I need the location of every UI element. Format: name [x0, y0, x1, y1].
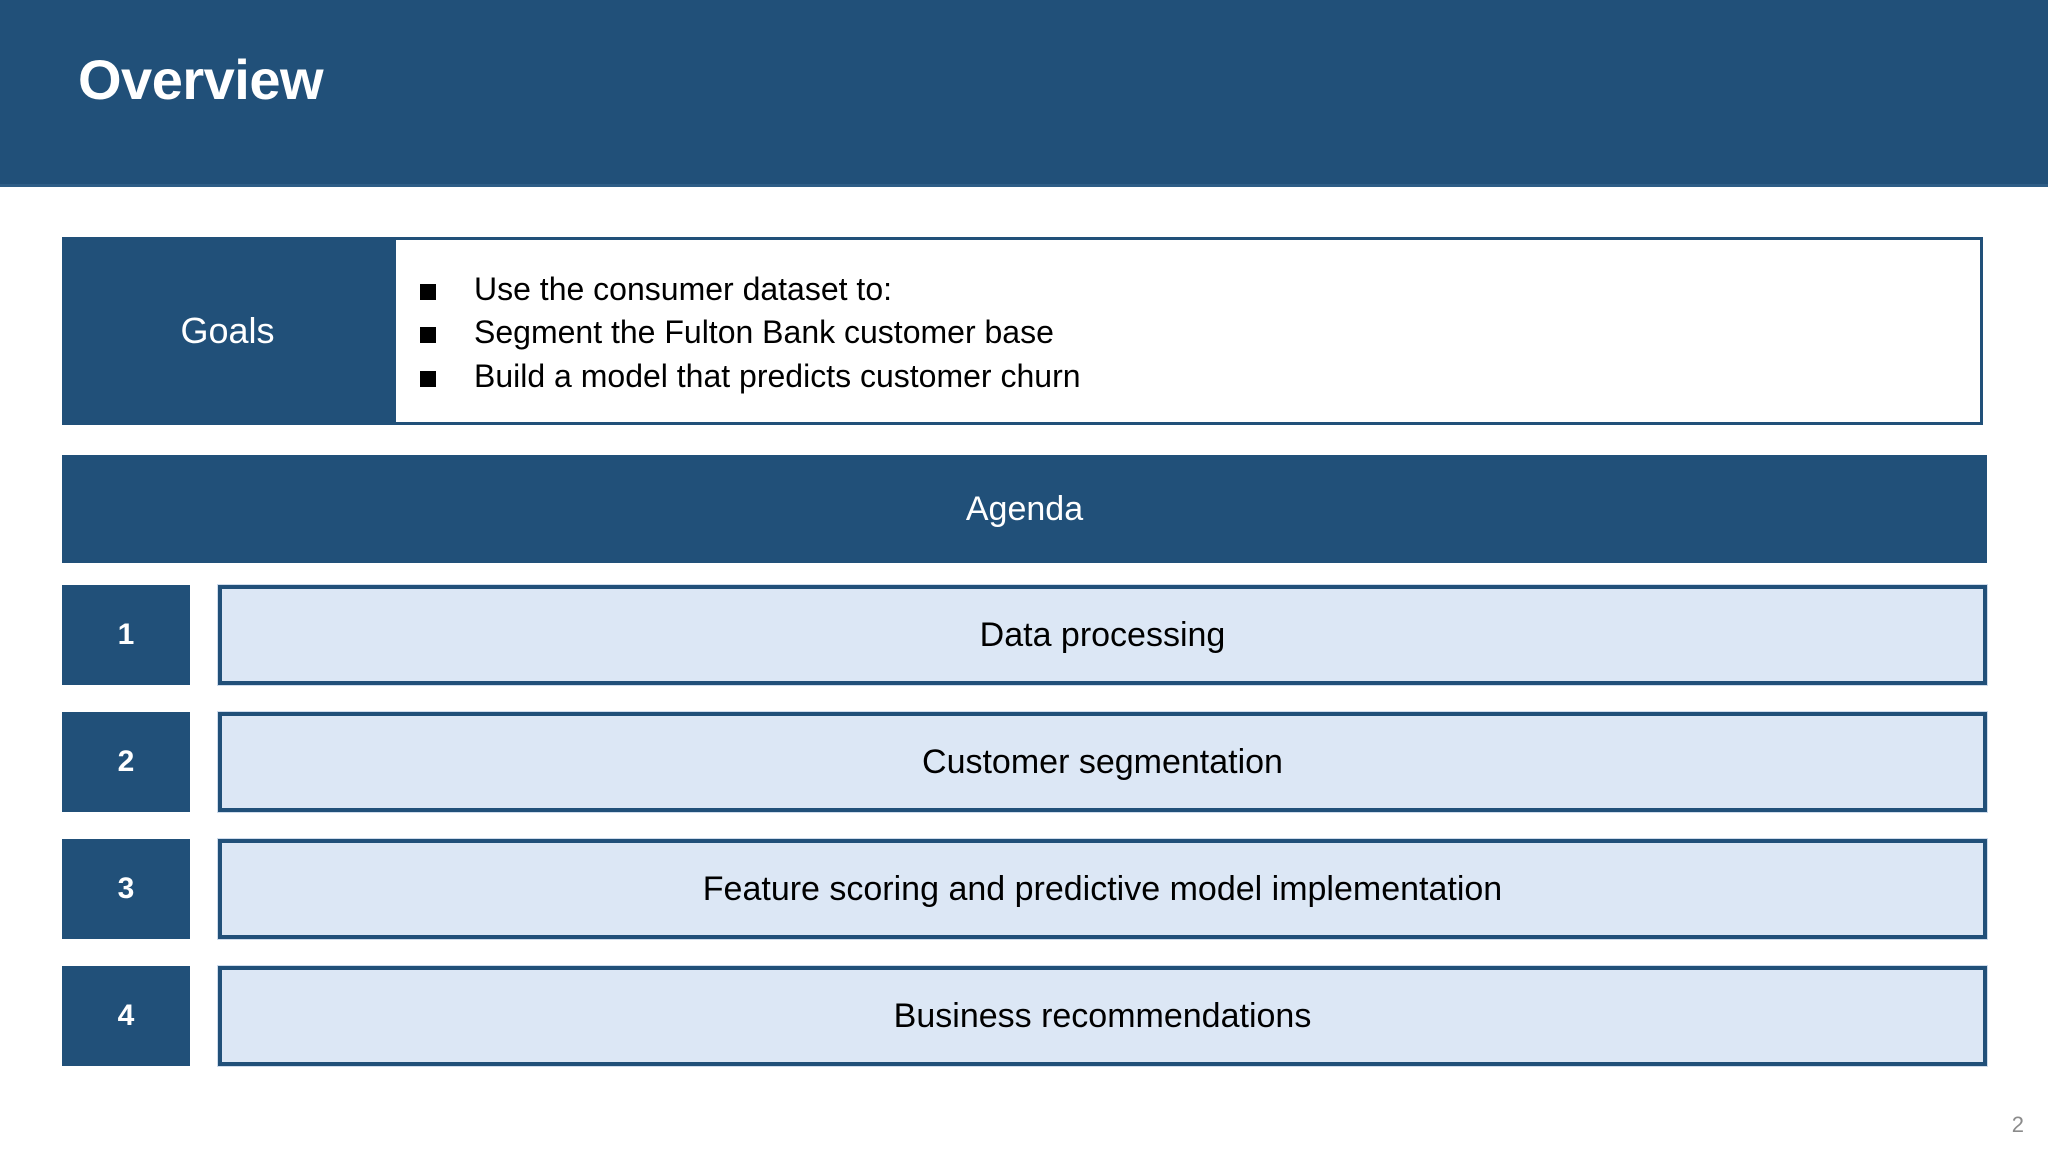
goal-item-text: Build a model that predicts customer chu…: [474, 357, 1081, 394]
agenda-list: 1 Data processing 2 Customer segmentatio…: [62, 584, 1988, 1093]
list-item: Build a model that predicts customer chu…: [408, 355, 1960, 398]
agenda-row-gap: [190, 712, 218, 812]
agenda-header-bar: Agenda: [62, 455, 1987, 563]
agenda-item-data-processing[interactable]: Data processing: [217, 584, 1988, 686]
agenda-row-gap: [190, 839, 218, 939]
goals-section: Goals Use the consumer dataset to: Segme…: [62, 237, 1983, 425]
agenda-row-4: 4 Business recommendations: [62, 965, 1988, 1067]
goal-item-text: Use the consumer dataset to:: [474, 271, 892, 308]
agenda-item-feature-scoring[interactable]: Feature scoring and predictive model imp…: [217, 838, 1988, 940]
agenda-row-gap: [190, 585, 218, 685]
agenda-number-badge: 3: [62, 839, 190, 939]
title-band: [0, 0, 2048, 184]
page-number: 2: [2011, 1112, 2024, 1137]
agenda-number-badge: 4: [62, 966, 190, 1066]
agenda-row-gap: [190, 966, 218, 1066]
agenda-item-customer-segmentation[interactable]: Customer segmentation: [217, 711, 1988, 813]
goal-item-text: Segment the Fulton Bank customer base: [474, 314, 1054, 351]
goals-label: Goals: [62, 237, 393, 425]
agenda-row-1: 1 Data processing: [62, 584, 1988, 686]
page-title: Overview: [78, 48, 324, 111]
square-bullet-icon: [420, 370, 436, 387]
agenda-row-2: 2 Customer segmentation: [62, 711, 1988, 813]
title-band-underline: [0, 184, 2048, 187]
agenda-item-business-recommendations[interactable]: Business recommendations: [217, 965, 1988, 1067]
goals-bullet-list: Use the consumer dataset to: Segment the…: [393, 237, 1983, 425]
square-bullet-icon: [420, 327, 436, 344]
square-bullet-icon: [420, 284, 436, 301]
agenda-number-badge: 1: [62, 585, 190, 685]
agenda-number-badge: 2: [62, 712, 190, 812]
list-item: Segment the Fulton Bank customer base: [408, 311, 1960, 354]
agenda-row-3: 3 Feature scoring and predictive model i…: [62, 838, 1988, 940]
list-item: Use the consumer dataset to:: [408, 268, 1960, 311]
